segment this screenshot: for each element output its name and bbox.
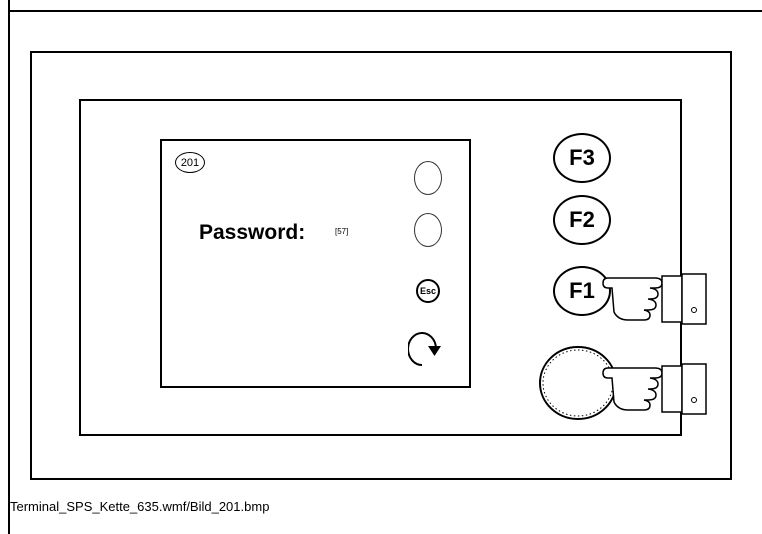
pointing-hand-icon — [602, 363, 707, 415]
left-divider — [8, 0, 10, 534]
terminal-display — [160, 139, 471, 388]
password-label: Password: — [199, 221, 306, 244]
f1-button[interactable]: F1 — [553, 266, 611, 316]
soft-key-top[interactable] — [414, 161, 442, 195]
image-caption: Terminal_SPS_Kette_635.wmf/Bild_201.bmp — [10, 499, 270, 514]
screen-number-badge: 201 — [175, 152, 205, 173]
top-divider — [8, 10, 762, 12]
esc-button[interactable]: Esc — [416, 279, 440, 303]
pointing-hand-icon — [602, 273, 707, 325]
enter-arrow-icon[interactable] — [408, 327, 442, 369]
terminal-housing — [30, 51, 732, 480]
password-code: [57] — [335, 227, 349, 236]
f3-button[interactable]: F3 — [553, 133, 611, 183]
soft-key-middle[interactable] — [414, 213, 442, 247]
f2-button[interactable]: F2 — [553, 195, 611, 245]
terminal-panel — [79, 99, 682, 436]
